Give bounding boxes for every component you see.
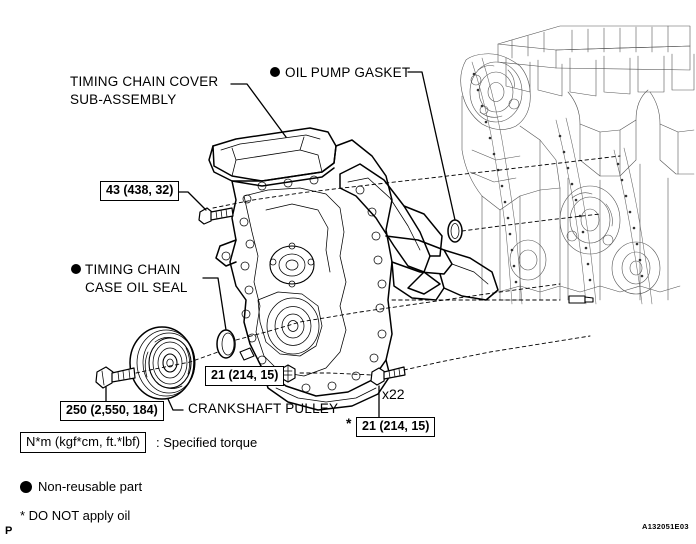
legend-non-reusable-text: Non-reusable part (38, 479, 143, 494)
legend-do-not-apply-oil: * DO NOT apply oil (20, 508, 131, 523)
torque-spec-cover-bolt: 43 (438, 32) (100, 181, 180, 201)
legend-non-reusable-bullet-icon (20, 481, 32, 493)
legend-torque-units-box: N*m (kgf*cm, ft.*lbf) (20, 432, 147, 453)
callout-oil-pump-gasket: OIL PUMP GASKET (285, 65, 411, 80)
callout-oil-seal-line1: TIMING CHAIN (85, 262, 181, 277)
torque-spec-pulley-bolt: 250 (2,550, 184) (60, 401, 164, 421)
timing-chain-case-oil-seal-part (216, 329, 236, 359)
bolt-quantity-label: x22 (382, 386, 405, 402)
torque-spec-seal-side-bolt: 21 (214, 15) (205, 366, 285, 386)
bolt-starred-21 (370, 366, 406, 386)
torque-asterisk-mark: * (346, 415, 352, 431)
bolt-pulley-250 (95, 366, 136, 389)
callout-timing-chain-cover-line1: TIMING CHAIN COVER (70, 74, 219, 89)
non-reusable-bullet-icon-seal (71, 264, 81, 274)
crankshaft-pulley-part (129, 326, 196, 400)
callout-oil-seal-line2: CASE OIL SEAL (85, 280, 188, 295)
non-reusable-bullet-icon (270, 67, 280, 77)
bolt-seal-side-21 (280, 364, 296, 383)
callout-timing-chain-cover-line2: SUB-ASSEMBLY (70, 92, 177, 107)
timing-chain-cover-part (208, 127, 499, 411)
figure-reference-code: A132051E03 (642, 522, 689, 531)
engine-stud (568, 295, 594, 304)
assembly-axis-lines (135, 155, 621, 376)
engine-block-illustration (460, 25, 695, 305)
callout-crankshaft-pulley: CRANKSHAFT PULLEY (188, 401, 339, 416)
page-corner-mark: P (5, 525, 13, 537)
bolt-cover-43 (198, 207, 234, 225)
torque-spec-starred-bolt: 21 (214, 15) (356, 417, 436, 437)
oil-pump-gasket-part (447, 219, 463, 243)
legend-torque-meaning: : Specified torque (156, 435, 258, 450)
